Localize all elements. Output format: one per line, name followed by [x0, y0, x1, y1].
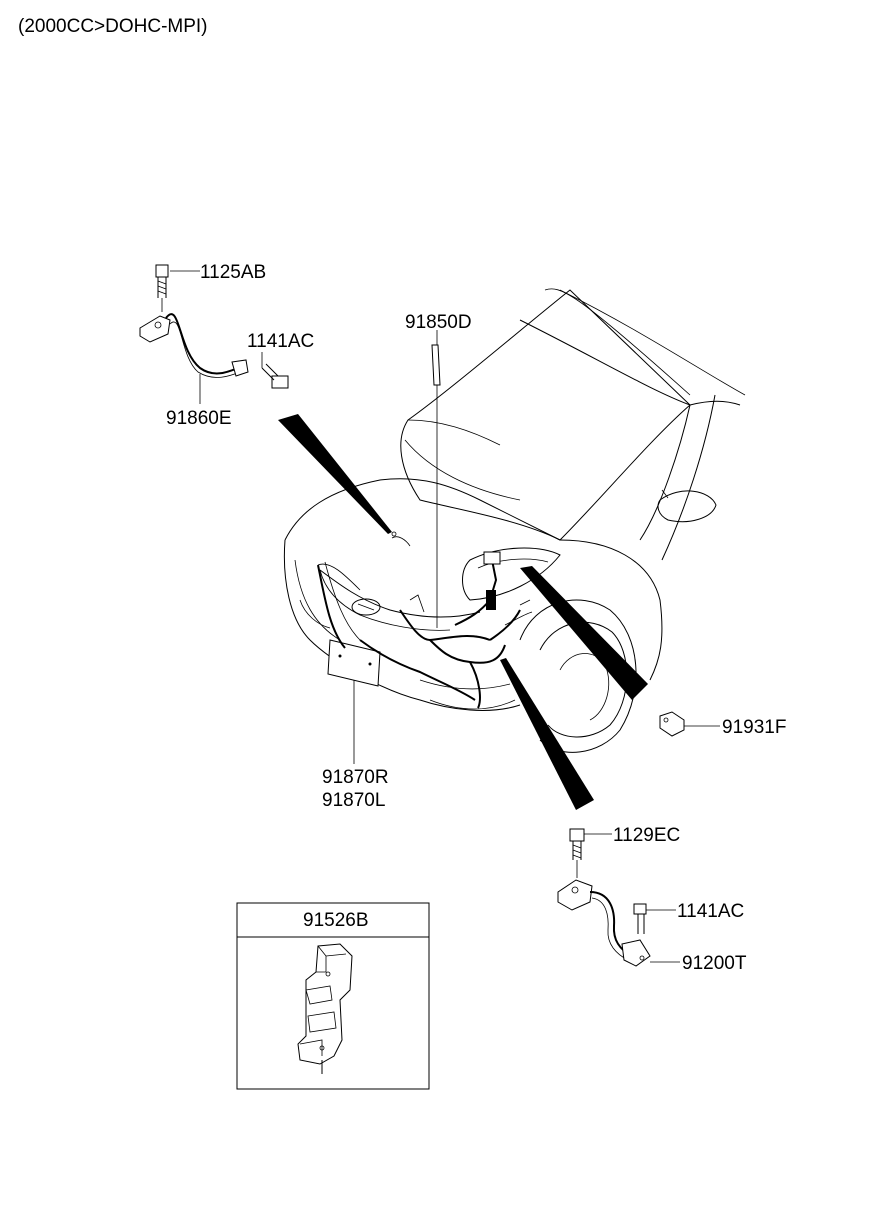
harness-drawing — [317, 531, 533, 709]
bracket-icon — [297, 943, 353, 1074]
label-1125AB: 1125AB — [200, 262, 266, 283]
ground-cable-left-drawing — [139, 264, 289, 404]
pointer-wedge-right — [520, 566, 648, 700]
label-1129EC: 1129EC — [613, 825, 680, 846]
label-91200T: 91200T — [682, 953, 747, 974]
label-91850D: 91850D — [405, 312, 472, 333]
pointer-wedge-left — [278, 414, 392, 534]
nut-icon — [633, 903, 647, 934]
bracket-box — [236, 902, 430, 1090]
label-91870L: 91870L — [322, 790, 385, 811]
bolt-icon — [155, 264, 169, 298]
pointer-wedge-bottom — [500, 658, 594, 810]
bolt-icon — [569, 828, 585, 860]
label-91931F: 91931F — [722, 717, 786, 738]
label-91870R: 91870R — [322, 767, 389, 788]
ground-cable-right-drawing — [557, 828, 680, 967]
label-91860E: 91860E — [166, 408, 232, 429]
clip-icon — [659, 711, 720, 737]
label-91526B: 91526B — [303, 910, 369, 931]
label-1141AC-right: 1141AC — [677, 901, 744, 922]
label-1141AC-top: 1141AC — [247, 331, 314, 352]
engine-spec-header: (2000CC>DOHC-MPI) — [18, 16, 208, 37]
nut-icon — [261, 363, 289, 389]
